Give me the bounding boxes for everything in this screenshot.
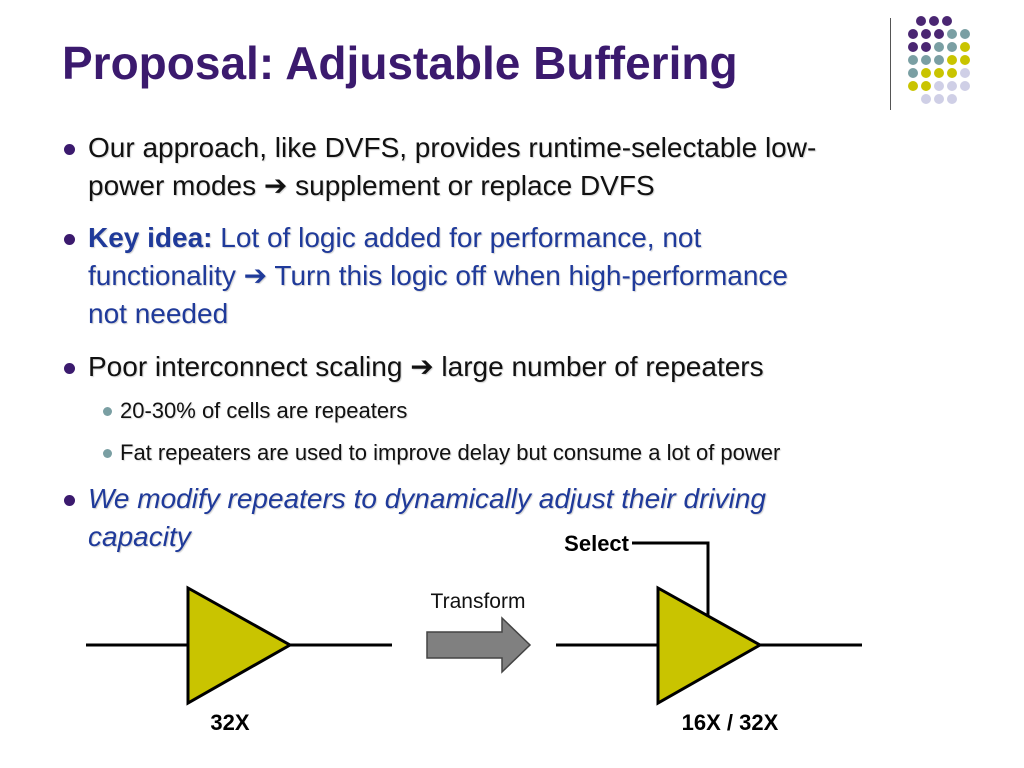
select-control-wire [632,541,710,617]
deco-dot [942,16,952,26]
bullet-4: We modify repeaters to dynamically adjus… [64,480,988,556]
title-divider [890,18,891,110]
sub-bullet-2: Fat repeaters are used to improve delay … [103,438,781,468]
bullet-4-line-1: We modify repeaters to dynamically adjus… [88,483,767,514]
deco-dot [908,42,918,52]
bullet-2-text-c: Turn this logic off when high-performanc… [267,260,788,291]
bullet-2-line-2: functionality ➔ Turn this logic off when… [88,257,988,295]
bullet-1-line-2: power modes ➔ supplement or replace DVFS [88,167,988,205]
sub-bullet-1-text: 20-30% of cells are repeaters [120,398,408,423]
select-label: Select [564,531,629,556]
deco-dot [916,16,926,26]
sub-bullet-marker [103,449,112,458]
deco-dot [908,29,918,39]
bullet-list: Our approach, like DVFS, provides runtim… [64,129,988,556]
bullet-3: Poor interconnect scaling ➔ large number… [64,348,988,386]
deco-dot [921,29,931,39]
slide-title: Proposal: Adjustable Buffering [62,37,738,89]
bullet-marker [64,234,75,245]
sub-bullet-1: 20-30% of cells are repeaters [103,396,408,426]
deco-dot [934,68,944,78]
bullet-1-text-b: supplement or replace DVFS [287,170,655,201]
left-buffer-triangle [186,585,294,706]
deco-dot [947,68,957,78]
deco-dot [960,68,970,78]
right-buffer-label: 16X / 32X [682,710,779,735]
bullet-1-text-a: power modes [88,170,257,201]
bullet-marker [64,144,75,155]
deco-dot [960,42,970,52]
deco-dot [921,81,931,91]
deco-dot [934,29,944,39]
bullet-4-line-2: capacity [88,521,191,552]
deco-dot [921,94,931,104]
bullet-marker [64,495,75,506]
deco-dot [960,29,970,39]
bullet-1: Our approach, like DVFS, provides runtim… [64,129,988,205]
bullet-2-text-a: Lot of logic added for performance, not [212,222,702,253]
right-arrow-icon: ➔ [243,260,268,291]
bullet-2: Key idea: Lot of logic added for perform… [64,219,988,333]
bullet-3-text-a: Poor interconnect scaling [88,351,403,382]
right-arrow-icon: ➔ [410,351,434,382]
deco-dot [908,55,918,65]
transform-arrow-icon [426,616,532,674]
bullet-marker [64,363,75,374]
deco-dot [934,94,944,104]
transform-label: Transform [431,590,526,613]
deco-dot [947,42,957,52]
deco-dot [947,94,957,104]
sub-bullet-2-text: Fat repeaters are used to improve delay … [120,440,781,465]
right-arrow-icon: ➔ [263,170,288,201]
deco-dot [960,55,970,65]
key-idea-label: Key idea: [88,222,213,253]
deco-dot [947,81,957,91]
deco-dot [947,55,957,65]
deco-dot [908,81,918,91]
deco-dot [960,81,970,91]
deco-dot [921,55,931,65]
bullet-3-text-b: large number of repeaters [433,351,764,382]
bullet-1-line-1: Our approach, like DVFS, provides runtim… [88,132,817,163]
deco-dot [934,55,944,65]
deco-dot [921,68,931,78]
deco-dot [947,29,957,39]
bullet-2-text-b: functionality [88,260,236,291]
bullet-2-line-3: not needed [88,298,229,329]
deco-dot [934,81,944,91]
deco-dot [921,42,931,52]
sub-bullet-marker [103,407,112,416]
bullet-2-line-1: Key idea: Lot of logic added for perform… [88,219,988,257]
deco-dot [934,42,944,52]
deco-dot [929,16,939,26]
left-buffer-label: 32X [210,710,249,735]
deco-dot [908,68,918,78]
